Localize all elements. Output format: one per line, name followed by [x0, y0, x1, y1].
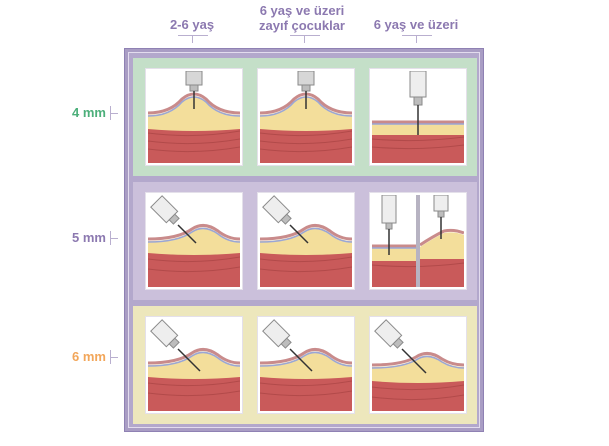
cell-4mm-age-2-6	[145, 68, 243, 166]
injection-illustration	[260, 319, 352, 411]
cell-5mm-thin-children	[257, 192, 355, 290]
column-header-age-2-6: 2-6 yaş	[169, 17, 215, 32]
column-header-thin-children: 6 yaş ve üzeri zayıf çocuklar	[244, 3, 360, 33]
injection-illustration	[260, 195, 352, 287]
row-bracket-1-stem	[110, 113, 118, 114]
row-label-5mm: 5 mm	[72, 230, 106, 245]
column-bracket-3	[402, 35, 432, 36]
column-header-age-6-plus: 6 yaş ve üzeri	[373, 17, 459, 32]
injection-illustration	[372, 319, 464, 411]
injection-illustration	[260, 71, 352, 163]
column-header-line-1: 6 yaş ve üzeri	[259, 3, 345, 18]
cell-4mm-thin-children	[257, 68, 355, 166]
injection-illustration	[372, 71, 464, 163]
injection-illustration	[148, 319, 240, 411]
band-5mm	[133, 182, 477, 300]
column-bracket-2-stem	[304, 35, 305, 43]
injection-illustration	[372, 195, 464, 287]
cell-6mm-age-6-plus	[369, 316, 467, 414]
cell-5mm-age-6-plus	[369, 192, 467, 290]
row-bracket-3-stem	[110, 357, 118, 358]
cell-5mm-age-2-6	[145, 192, 243, 290]
row-bracket-2-stem	[110, 238, 118, 239]
column-bracket-1	[178, 35, 208, 36]
row-label-4mm: 4 mm	[72, 105, 106, 120]
injection-illustration	[148, 195, 240, 287]
column-bracket-1-stem	[192, 35, 193, 43]
row-label-6mm: 6 mm	[72, 349, 106, 364]
band-4mm	[133, 58, 477, 176]
diagram-frame	[124, 48, 484, 432]
diagram-frame-inner	[128, 52, 480, 428]
cell-6mm-age-2-6	[145, 316, 243, 414]
column-header-line-2: zayıf çocuklar	[259, 18, 345, 33]
column-bracket-3-stem	[416, 35, 417, 43]
cell-6mm-thin-children	[257, 316, 355, 414]
cell-4mm-age-6-plus	[369, 68, 467, 166]
column-bracket-2	[290, 35, 320, 36]
band-6mm	[133, 306, 477, 424]
injection-illustration	[148, 71, 240, 163]
